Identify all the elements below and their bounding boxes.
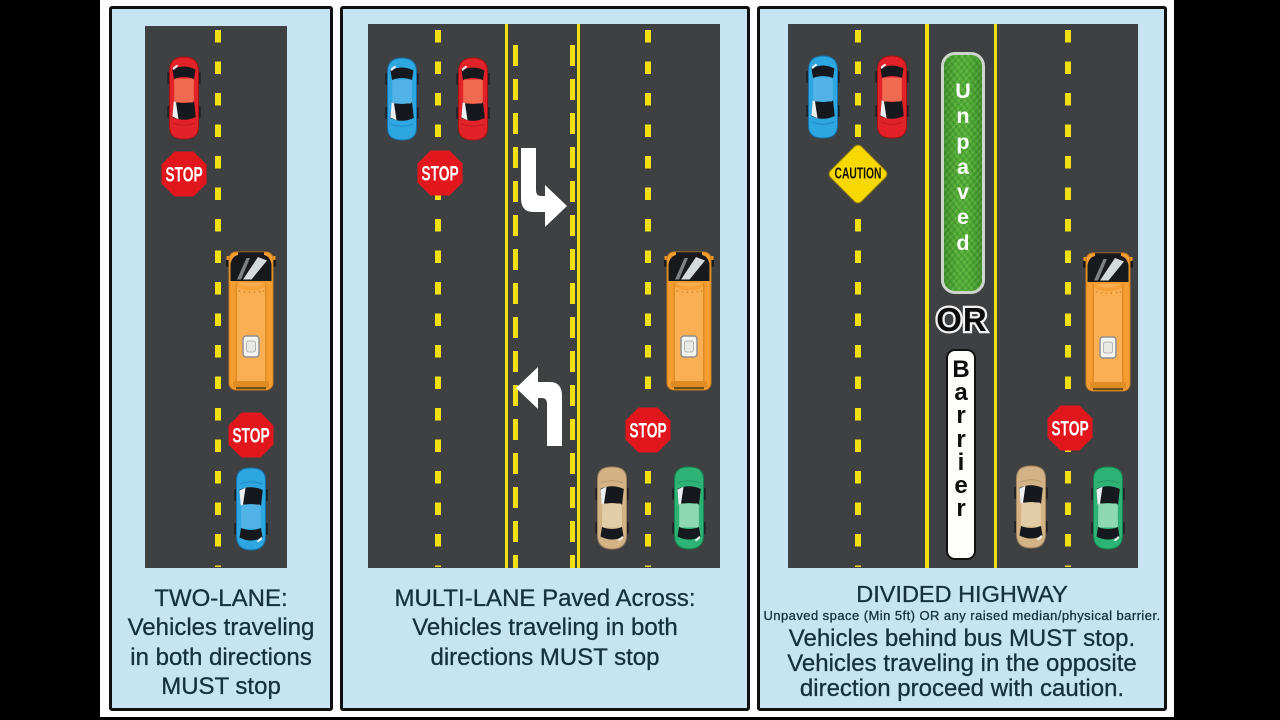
svg-text:OR: OR [936,301,988,338]
